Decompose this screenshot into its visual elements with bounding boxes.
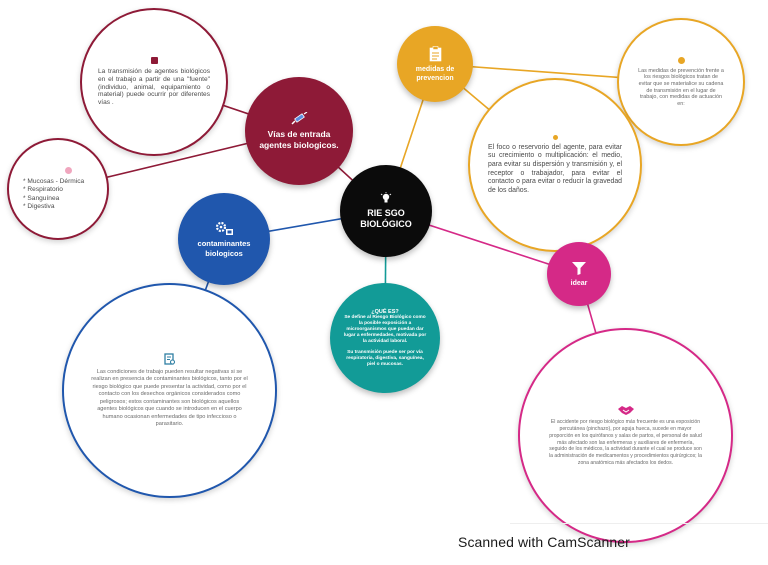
mind-map: La transmisión de agentes biológicos en … bbox=[7, 8, 745, 543]
medidas-title: medidas de prevencion bbox=[415, 65, 455, 82]
lightbulb-icon bbox=[380, 192, 392, 203]
que-es-body-1: Se define al Riesgo Biológico como la po… bbox=[343, 314, 427, 344]
medidas-node: medidas de prevencion bbox=[397, 26, 473, 102]
idear-node: idear bbox=[547, 242, 611, 306]
gears-icon bbox=[215, 221, 233, 235]
condiciones-circle: Las condiciones de trabajo pueden result… bbox=[62, 283, 277, 498]
vias-detail-circle: * Mucosas - Dérmica * Respiratorio * San… bbox=[7, 138, 109, 240]
condiciones-text: Las condiciones de trabajo pueden result… bbox=[91, 368, 248, 428]
handshake-icon bbox=[617, 405, 634, 415]
clipboard-icon bbox=[429, 45, 441, 61]
que-es-node: ¿QUÉ ES? Se define al Riesgo Biológico c… bbox=[330, 283, 440, 393]
transmision-circle: La transmisión de agentes biológicos en … bbox=[80, 8, 228, 156]
medidas-detail-marker-icon bbox=[677, 56, 685, 64]
syringe-icon bbox=[291, 112, 308, 125]
camscanner-footer: Scanned with CamScanner bbox=[458, 534, 630, 550]
funnel-icon bbox=[572, 261, 586, 275]
accidente-circle: El accidente por riesgo biológico más fr… bbox=[518, 328, 733, 543]
document-search-icon bbox=[163, 352, 175, 365]
vias-item-2: * Sanguínea bbox=[23, 194, 60, 202]
vias-item-1: * Respiratorio bbox=[23, 186, 63, 194]
foco-marker-icon bbox=[552, 134, 558, 140]
vias-item-0: * Mucosas - Dérmica bbox=[23, 177, 85, 185]
idear-title: idear bbox=[570, 279, 588, 287]
contaminantes-node: contaminantes biologicos bbox=[178, 193, 270, 285]
que-es-body-2: Su transmisión puede ser por vía respira… bbox=[346, 349, 424, 367]
que-es-heading: ¿QUÉ ES? bbox=[371, 308, 399, 315]
vias-item-3: * Digestiva bbox=[23, 202, 55, 210]
transmision-marker-icon bbox=[150, 57, 158, 64]
vias-title: Vías de entrada agentes biologicos. bbox=[259, 129, 339, 150]
accidente-text: El accidente por riesgo biológico más fr… bbox=[549, 418, 702, 467]
medidas-detail-text: Las medidas de prevención frente a los r… bbox=[638, 67, 724, 107]
contaminantes-title: contaminantes biologicos bbox=[197, 239, 251, 258]
center-title: RIE SGO BIOLÓGICO bbox=[360, 208, 412, 229]
vias-node: Vías de entrada agentes biologicos. bbox=[245, 77, 353, 185]
transmision-text: La transmisión de agentes biológicos en … bbox=[98, 68, 210, 107]
foco-text: El foco o reservorio del agente, para ev… bbox=[488, 143, 622, 194]
foco-circle: El foco o reservorio del agente, para ev… bbox=[468, 78, 642, 252]
vias-detail-marker-icon bbox=[65, 166, 72, 174]
scan-edge bbox=[510, 523, 768, 524]
center-node: RIE SGO BIOLÓGICO bbox=[340, 165, 432, 257]
medidas-detail-circle: Las medidas de prevención frente a los r… bbox=[617, 18, 745, 146]
